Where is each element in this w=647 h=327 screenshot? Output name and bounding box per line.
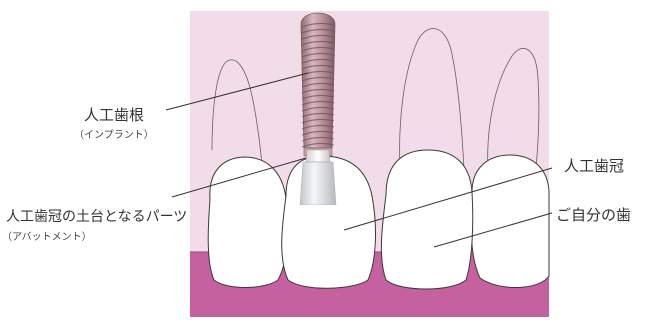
left-natural-tooth (208, 157, 288, 288)
center-right-natural-tooth (381, 150, 472, 289)
abutment-label: 人工歯冠の土台となるパーツ (6, 206, 187, 226)
implant-screw (301, 13, 335, 156)
implant-label: 人工歯根 (84, 104, 144, 125)
far-right-natural-tooth (471, 155, 549, 288)
crown-label: 人工歯冠 (564, 155, 624, 176)
natural-tooth-label: ご自分の歯 (556, 204, 631, 225)
abutment-sublabel: （アバットメント） (2, 228, 92, 243)
implant-sublabel: （インプラント） (74, 126, 154, 141)
